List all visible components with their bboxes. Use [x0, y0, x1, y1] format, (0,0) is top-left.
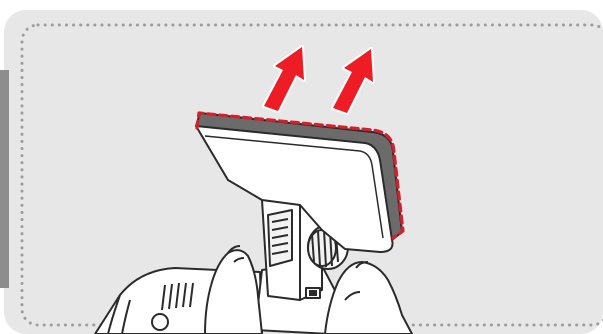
left-accent-bar	[0, 70, 9, 288]
